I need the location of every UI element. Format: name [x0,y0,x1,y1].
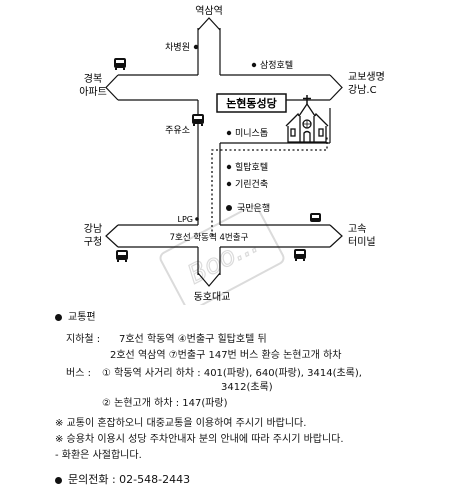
note-flowers: - 화환은 사절합니다. [55,450,142,461]
bus-label: 버스 : [66,368,91,379]
landmark-lpg: LPG [178,215,199,224]
location-map: Boo... 역삼역 동호대교 경복 아파트 강남 구청 교보생명 강남.C 고… [79,5,385,305]
svg-text:논현동성당: 논현동성당 [226,96,277,110]
svg-text:기린건축: 기린건축 [235,179,268,190]
landmark-cha-hospital: 차병원 [165,41,199,53]
church-label: 논현동성당 [216,93,287,113]
landmark-kookmin-bank: 국민은행 [226,202,270,214]
station-kyobo-2: 강남.C [348,84,377,96]
bus-icon [192,114,204,126]
station-gangnam-gu-office-1: 강남 [84,223,102,235]
arrow-south [197,272,221,287]
bus-line-1: ① 학동역 사거리 하차 : 401(파랑), 640(파랑), 3414(초록… [102,368,362,379]
landmark-kirin: 기린건축 [226,179,268,190]
road-top-horizontal [105,74,343,101]
landmark-gas-station: 주유소 [165,125,190,136]
landmark-hilltop-hotel: 힐탑호텔 [226,161,268,173]
bullet-icon [55,476,62,484]
svg-text:삼정호텔: 삼정호텔 [260,59,293,71]
walking-route [211,135,328,236]
road-label-exit: 7호선 학동역 4번출구 [170,232,249,243]
station-gyeongbok-apt-2: 아파트 [79,86,107,98]
subway-line-1: 7호선 학동역 ④번출구 힐탑호텔 뒤 [119,334,267,345]
station-dongho-bridge: 동호대교 [194,291,231,303]
bus-icon [294,249,306,261]
svg-text:LPG: LPG [178,215,193,224]
station-express-terminal-2: 터미널 [348,236,376,248]
note-parking: ※ 승용차 이용시 성당 주차안내자 분의 안내에 따라 주시기 바랍니다. [55,434,344,445]
contact-phone-row: 문의전화 : 02-548-2443 [55,473,190,487]
bus-line-1-cont: 3412(초록) [221,382,273,393]
station-express-terminal-1: 고속 [348,223,366,235]
svg-text:차병원: 차병원 [165,41,190,53]
arrow-north [197,17,221,31]
station-kyobo-1: 교보생명 [348,71,385,83]
svg-text:국민은행: 국민은행 [237,202,270,214]
svg-text:미니스톱: 미니스톱 [235,128,268,139]
bus-icon [116,250,128,262]
svg-text:주유소: 주유소 [165,125,190,136]
note-public-transport: ※ 교통이 혼잡하오니 대중교통을 이용하여 주시기 바랍니다. [55,418,307,429]
svg-text:힐탑호텔: 힐탑호텔 [235,161,268,173]
bus-line-2: ② 논현고개 하차 : 147(파랑) [102,398,228,409]
station-yeoksam: 역삼역 [195,5,223,17]
landmark-samjeong-hotel: 삼정호텔 [251,59,293,71]
station-gangnam-gu-office-2: 구청 [84,236,102,248]
bus-icon [114,58,126,70]
transport-section-title: 교통편 [68,312,96,323]
station-gyeongbok-apt-1: 경복 [84,72,102,85]
bullet-icon [55,313,62,321]
subway-label: 지하철 : [66,334,101,345]
landmark-mini-stop: 미니스톱 [226,128,268,139]
bus-icon [310,213,321,222]
transport-section-title-row: 교통편 [55,311,96,325]
subway-line-2: 2호선 역삼역 ⑦번출구 147번 버스 환승 논현고개 하차 [110,350,342,361]
road-bottom-horizontal [105,224,343,248]
contact-phone: 문의전화 : 02-548-2443 [68,473,191,486]
church-icon [285,95,329,143]
